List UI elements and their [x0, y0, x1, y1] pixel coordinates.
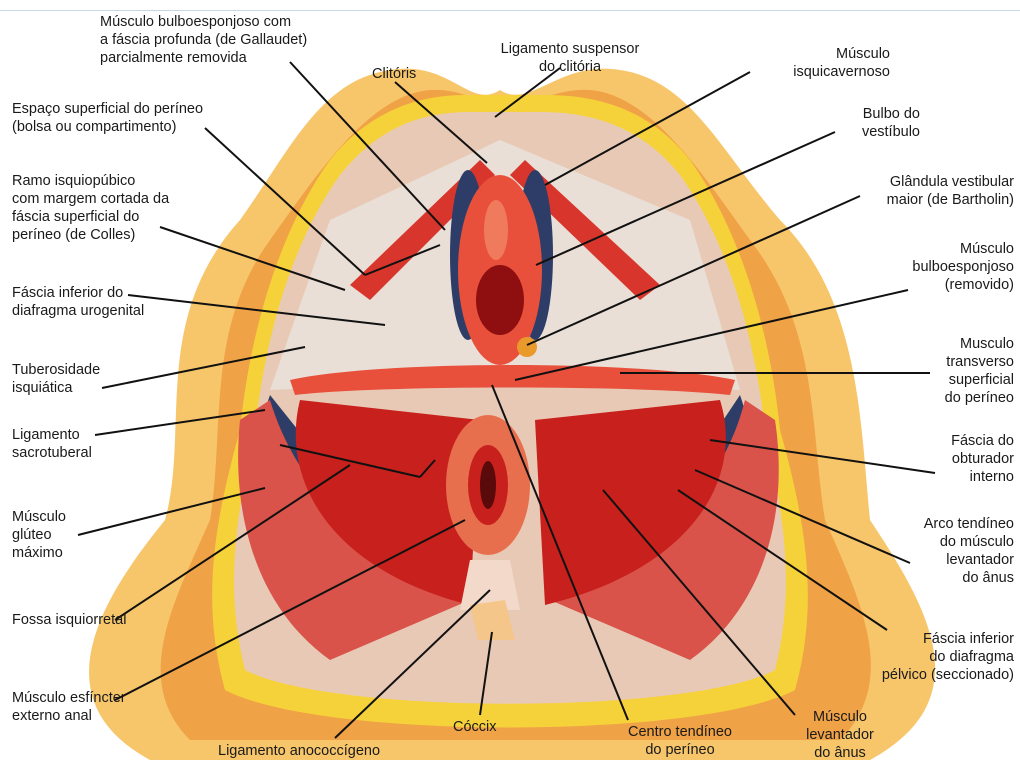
label-fossa: Fossa isquiorretal — [12, 611, 126, 629]
anal-opening — [480, 461, 496, 509]
bartholin-gland — [517, 337, 537, 357]
label-anococcigeo: Ligamento anococcígeno — [218, 742, 380, 760]
label-coccix: Cóccix — [453, 718, 497, 736]
label-espaco: Espaço superficial do períneo(bolsa ou c… — [12, 100, 203, 136]
urethral-area — [484, 200, 508, 260]
vaginal-opening — [476, 265, 524, 335]
label-clitoris: Clitóris — [372, 65, 416, 83]
